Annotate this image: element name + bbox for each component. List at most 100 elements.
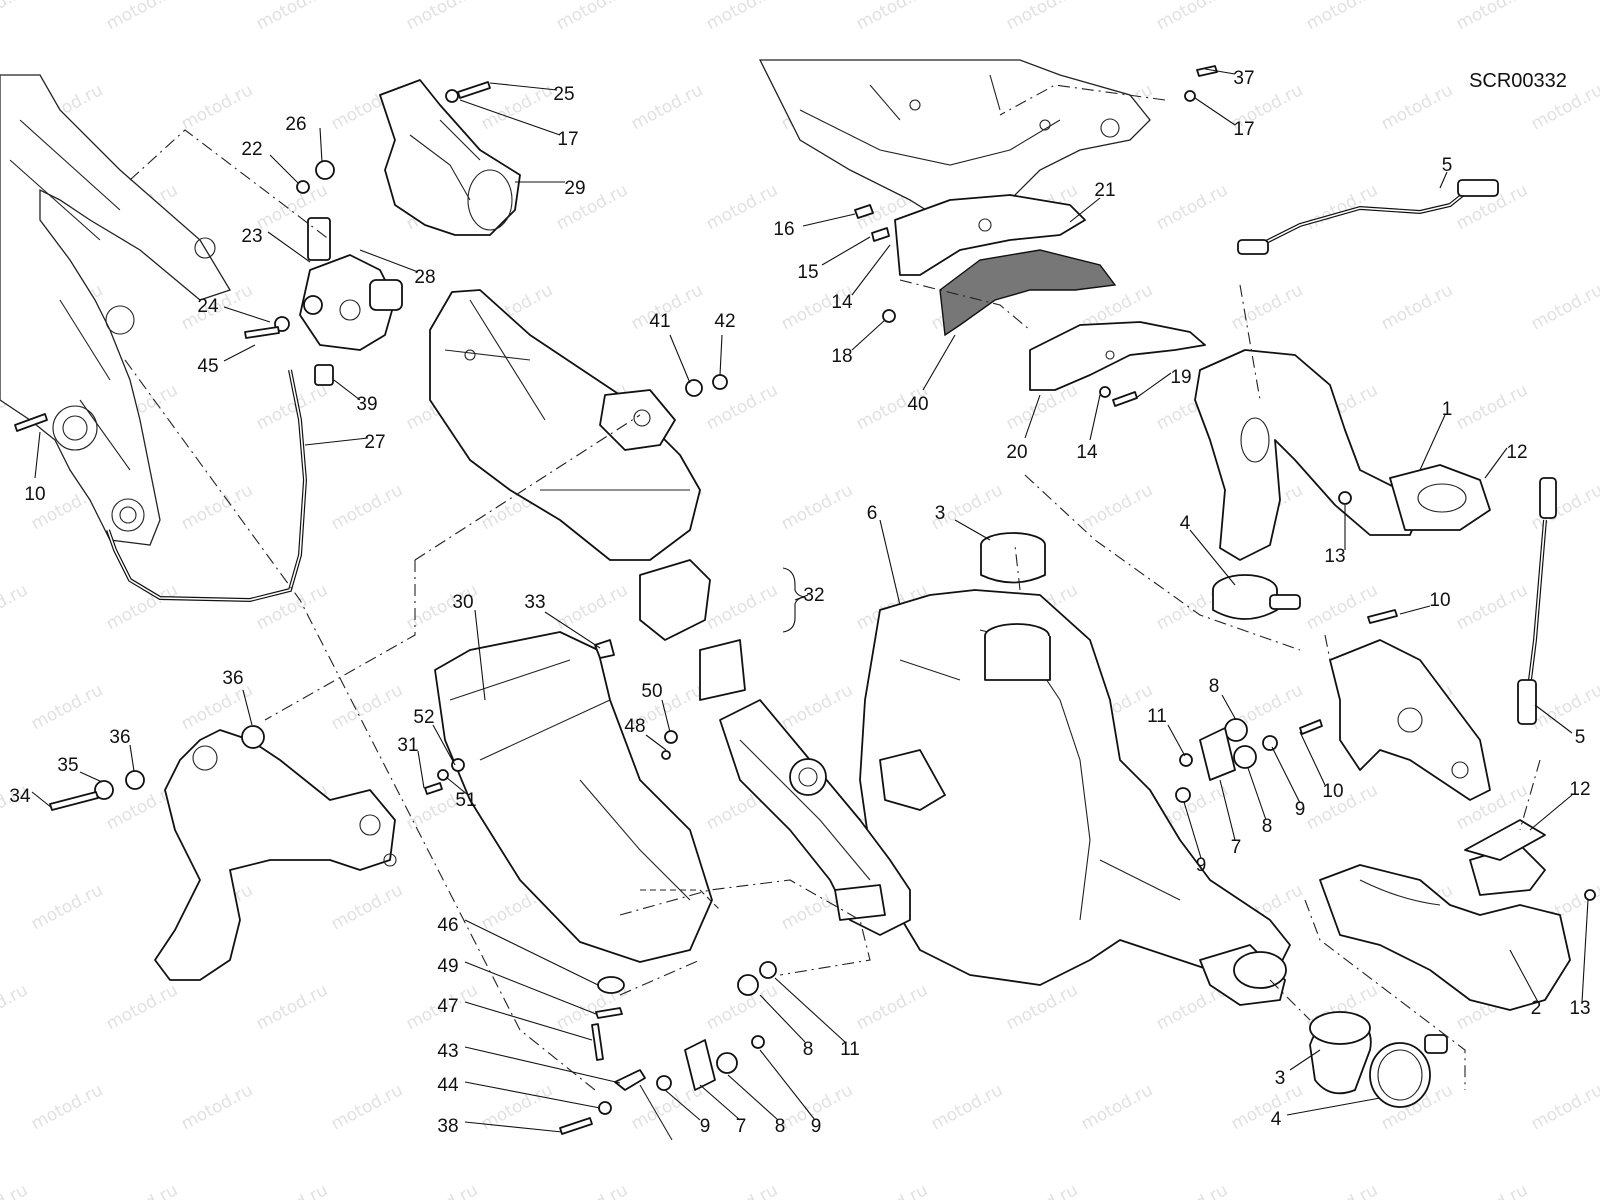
callout-label: 5 [1575, 727, 1586, 748]
watermark-text: motod.ru [0, 580, 31, 634]
callout-label: 8 [775, 1116, 786, 1137]
callout-label: 20 [1006, 442, 1027, 463]
callout-label: 8 [1262, 816, 1273, 837]
callout-label: 17 [557, 129, 578, 150]
watermark-text: motod.ru [328, 1080, 406, 1134]
callout-label: 15 [797, 262, 818, 283]
callout-label: 10 [24, 484, 45, 505]
callout-label: 35 [57, 755, 78, 776]
callout-label: 33 [524, 592, 545, 613]
lambda-sensor-right [1517, 477, 1557, 725]
watermark-text: motod.ru [403, 0, 481, 34]
callout-label: 7 [1231, 837, 1242, 858]
watermark-text: motod.ru [1228, 280, 1306, 334]
leader-lines [31, 68, 1589, 1133]
callout-label: 47 [437, 996, 458, 1017]
heat-insulation-40 [939, 249, 1117, 337]
callout-label: 9 [700, 1116, 711, 1137]
callout-label: 41 [649, 311, 670, 332]
watermark-text: motod.ru [1528, 280, 1600, 334]
callout-label: 44 [437, 1075, 459, 1096]
callout-label: 36 [109, 727, 130, 748]
bracket-right [1329, 639, 1491, 801]
callout-label: 3 [935, 503, 946, 524]
callout-label: 30 [452, 592, 473, 613]
callout-label: 17 [1233, 119, 1254, 140]
footrest-bracket [154, 729, 397, 981]
watermark-text: motod.ru [1528, 1080, 1600, 1134]
callout-label: 25 [553, 84, 574, 105]
callout-label: 37 [1233, 68, 1254, 89]
callout-label: 26 [285, 114, 306, 135]
callout-label: 52 [413, 707, 434, 728]
watermark-text: motod.ru [778, 680, 856, 734]
callout-label: 7 [736, 1116, 747, 1137]
watermark-text: motod.ru [1228, 1080, 1306, 1134]
callout-label: 5 [1442, 155, 1453, 176]
callout-label: 14 [1076, 442, 1098, 463]
watermark-text: motod.ru [853, 980, 931, 1034]
callout-label: 38 [437, 1116, 458, 1137]
watermark-text: motod.ru [853, 0, 931, 34]
watermark-text: motod.ru [1078, 1080, 1156, 1134]
watermark-text: motod.ru [628, 80, 706, 134]
callout-label: 31 [397, 735, 418, 756]
watermark-text: motod.ru [553, 580, 631, 634]
callout-label: 40 [907, 394, 928, 415]
frame-left-section [0, 74, 231, 546]
watermark-text: motod.ru [703, 580, 781, 634]
callout-label: 8 [803, 1039, 814, 1060]
watermark-text: motod.ru [1378, 80, 1456, 134]
watermark-text: motod.ru [103, 1180, 181, 1200]
clamp-4-top [1212, 574, 1301, 620]
callout-label: 50 [641, 681, 662, 702]
watermark-text: motod.ru [253, 0, 331, 34]
watermark-text: motod.ru [28, 680, 106, 734]
watermark-text: motod.ru [1453, 580, 1531, 634]
watermark-text: motod.ru [553, 1180, 631, 1200]
callout-label: 8 [1209, 676, 1220, 697]
watermark-text: motod.ru [553, 0, 631, 34]
watermark-text: motod.ru [328, 480, 406, 534]
watermark-text: motod.ru [703, 180, 781, 234]
header-pipe-1 [1194, 349, 1421, 561]
callout-label: 1 [1442, 399, 1453, 420]
watermark-text: motod.ru [328, 680, 406, 734]
heat-shield-21 [894, 194, 1086, 276]
watermark-text: motod.ru [478, 1080, 556, 1134]
silencer [429, 289, 701, 561]
watermark-text: motod.ru [403, 1180, 481, 1200]
watermark-text: motod.ru [1378, 280, 1456, 334]
watermark-text: motod.ru [703, 0, 781, 34]
small-hardware-bottom-left [49, 725, 265, 811]
heat-shield-30 [434, 631, 721, 963]
silencer-bracket [599, 389, 746, 701]
callout-label: 12 [1569, 779, 1590, 800]
watermark-text: motod.ru [778, 480, 856, 534]
muffler-inlet-sleeve [980, 532, 1051, 681]
small-hardware-top-left [14, 81, 491, 432]
watermark-text: motod.ru [253, 1180, 331, 1200]
watermark-text: motod.ru [1453, 0, 1531, 34]
watermark-text: motod.ru [703, 1180, 781, 1200]
watermark-text: motod.ru [28, 1080, 106, 1134]
watermark-text: motod.ru [703, 380, 781, 434]
callout-label: 39 [356, 394, 377, 415]
callout-label: 51 [455, 790, 476, 811]
callout-label: 10 [1322, 781, 1343, 802]
callout-label: 18 [831, 346, 852, 367]
watermark-text: motod.ru [103, 0, 181, 34]
assembly-centerlines [124, 84, 1541, 1091]
watermark-text: motod.ru [1003, 1180, 1081, 1200]
rubber-mounts-right [1175, 718, 1278, 803]
callout-label: 49 [437, 956, 458, 977]
small-hardware-top-center [685, 65, 1596, 901]
muffler-outlet [1199, 944, 1287, 1006]
callout-label: 43 [437, 1041, 458, 1062]
watermark-text: motod.ru [1453, 380, 1531, 434]
watermark-text: motod.ru [1453, 1180, 1531, 1200]
watermark-text: motod.ru [253, 980, 331, 1034]
callout-label: 11 [1147, 706, 1167, 727]
